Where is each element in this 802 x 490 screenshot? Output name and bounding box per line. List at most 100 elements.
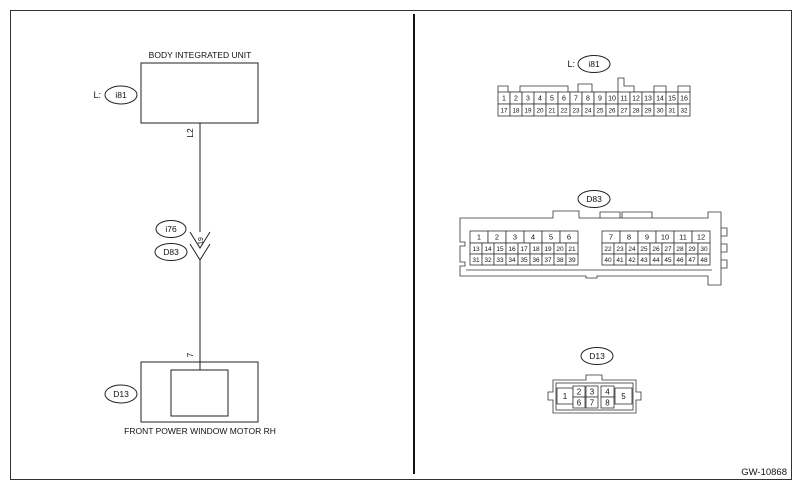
- d83-pin-label: 11: [679, 233, 687, 242]
- i81-housing-outline: [497, 77, 691, 93]
- d83-pin-label: 41: [616, 257, 624, 264]
- i81-pin-label: 13: [644, 96, 652, 103]
- i81-pin-label: 30: [656, 107, 664, 114]
- d83-pin-label: 20: [556, 246, 564, 253]
- d83-pin-label: 38: [556, 257, 564, 264]
- i81-pin-label: 24: [584, 107, 592, 114]
- d83-pin-label: 44: [652, 257, 660, 264]
- connector-d83-badge: [154, 243, 188, 261]
- d83-pin-label: 47: [688, 257, 696, 264]
- d13-pin-label: 8: [605, 399, 610, 408]
- d83-pin-label: 33: [496, 257, 504, 264]
- i81-pin-label: 23: [572, 107, 580, 114]
- i81-pin-label: 20: [536, 107, 544, 114]
- d83-pin-label: 24: [628, 246, 636, 253]
- d83-pin-label: 43: [640, 257, 648, 264]
- d13-housing-outline: [547, 374, 642, 414]
- i81-pin-label: 18: [512, 107, 520, 114]
- d13-pin-label: 5: [621, 392, 626, 401]
- i81-face-badge: [577, 55, 611, 73]
- d83-pin-label: 7: [609, 233, 613, 242]
- d83-pin-label: 14: [484, 246, 492, 253]
- wire-pin-bottom: 7: [185, 352, 195, 357]
- d83-pin-cell: [565, 253, 579, 266]
- i81-pin-label: 32: [680, 107, 688, 114]
- d83-pin-label: 12: [697, 233, 705, 242]
- d13-pin-cell: [585, 396, 599, 409]
- d13-pin-cell: [600, 396, 615, 409]
- body-integrated-unit-label: BODY INTEGRATED UNIT: [149, 50, 252, 60]
- wire-pin-top: L2: [185, 128, 195, 138]
- d83-side-notches: [721, 227, 728, 269]
- i81-pin-label: 16: [680, 96, 688, 103]
- d13-pin-label: 3: [590, 388, 595, 397]
- connector-i76-label: i76: [165, 224, 177, 234]
- d13-pin-cell: [572, 396, 586, 409]
- i81-pin-label: 6: [562, 96, 566, 103]
- junction-chevron-lower: [189, 243, 211, 261]
- i81-pin-label: 3: [526, 96, 530, 103]
- motor-outer-box: [140, 361, 259, 423]
- i81-pin-label: 2: [514, 96, 518, 103]
- d83-pin-label: 40: [604, 257, 612, 264]
- d83-pin-label: 48: [700, 257, 708, 264]
- d83-pin-label: 37: [544, 257, 552, 264]
- i81-face-label: i81: [588, 59, 600, 69]
- d83-pin-label: 32: [484, 257, 492, 264]
- d83-pin-label: 31: [472, 257, 480, 264]
- d83-pin-label: 27: [664, 246, 672, 253]
- d83-pin-label: 35: [520, 257, 528, 264]
- d83-pin-label: 39: [568, 257, 576, 264]
- i81-pin-label: 26: [608, 107, 616, 114]
- i81-pin-label: 8: [586, 96, 590, 103]
- i81-pin-label: 22: [560, 107, 568, 114]
- i81-pin-label: 15: [668, 96, 676, 103]
- i81-pin-label: 14: [656, 96, 664, 103]
- d83-pin-label: 2: [495, 233, 499, 242]
- d83-tab-right: [621, 211, 653, 218]
- motor-inner-box: [170, 369, 229, 417]
- d13-pin-label: 6: [577, 399, 582, 408]
- connector-i81-badge: [104, 85, 138, 105]
- d83-pin-label: 4: [531, 233, 535, 242]
- i81-pin-label: 5: [550, 96, 554, 103]
- i81-face-prefix: L:: [567, 59, 575, 69]
- d83-pin-label: 26: [652, 246, 660, 253]
- d83-pin-label: 25: [640, 246, 648, 253]
- d83-pin-label: 8: [627, 233, 631, 242]
- d83-pin-label: 13: [472, 246, 480, 253]
- i81-pin-label: 12: [632, 96, 640, 103]
- d13-face-label: D13: [589, 351, 605, 361]
- i81-pin-label: 17: [500, 107, 508, 114]
- connector-i76-badge: [155, 220, 187, 238]
- i81-pin-label: 4: [538, 96, 542, 103]
- connector-d13-badge: [104, 384, 138, 404]
- d83-pin-label: 45: [664, 257, 672, 264]
- junction-pin: 19: [198, 237, 205, 245]
- d83-pin-label: 30: [700, 246, 708, 253]
- d83-pin-label: 18: [532, 246, 540, 253]
- i81-pin-label: 29: [644, 107, 652, 114]
- i81-pin-label: 25: [596, 107, 604, 114]
- d83-pin-label: 16: [508, 246, 516, 253]
- d13-pin-label: 1: [563, 392, 568, 401]
- i81-pin-label: 7: [574, 96, 578, 103]
- d83-pin-label: 29: [688, 246, 696, 253]
- d83-pin-label: 34: [508, 257, 516, 264]
- d83-pin-label: 1: [477, 233, 481, 242]
- d83-pin-label: 6: [567, 233, 571, 242]
- d13-face-badge: [580, 347, 614, 365]
- d83-tab-left: [599, 211, 621, 218]
- d83-pin-label: 3: [513, 233, 517, 242]
- body-integrated-unit-box: [140, 62, 259, 124]
- i81-pin-label: 10: [608, 96, 616, 103]
- d83-housing-outline: [459, 210, 722, 286]
- d13-pin-label: 4: [605, 388, 610, 397]
- i81-pin-label: 11: [620, 96, 627, 103]
- figure-id: GW-10868: [741, 467, 787, 478]
- d83-pin-label: 23: [616, 246, 624, 253]
- i81-pin-label: 1: [502, 96, 506, 103]
- d83-face-label: D83: [586, 194, 602, 204]
